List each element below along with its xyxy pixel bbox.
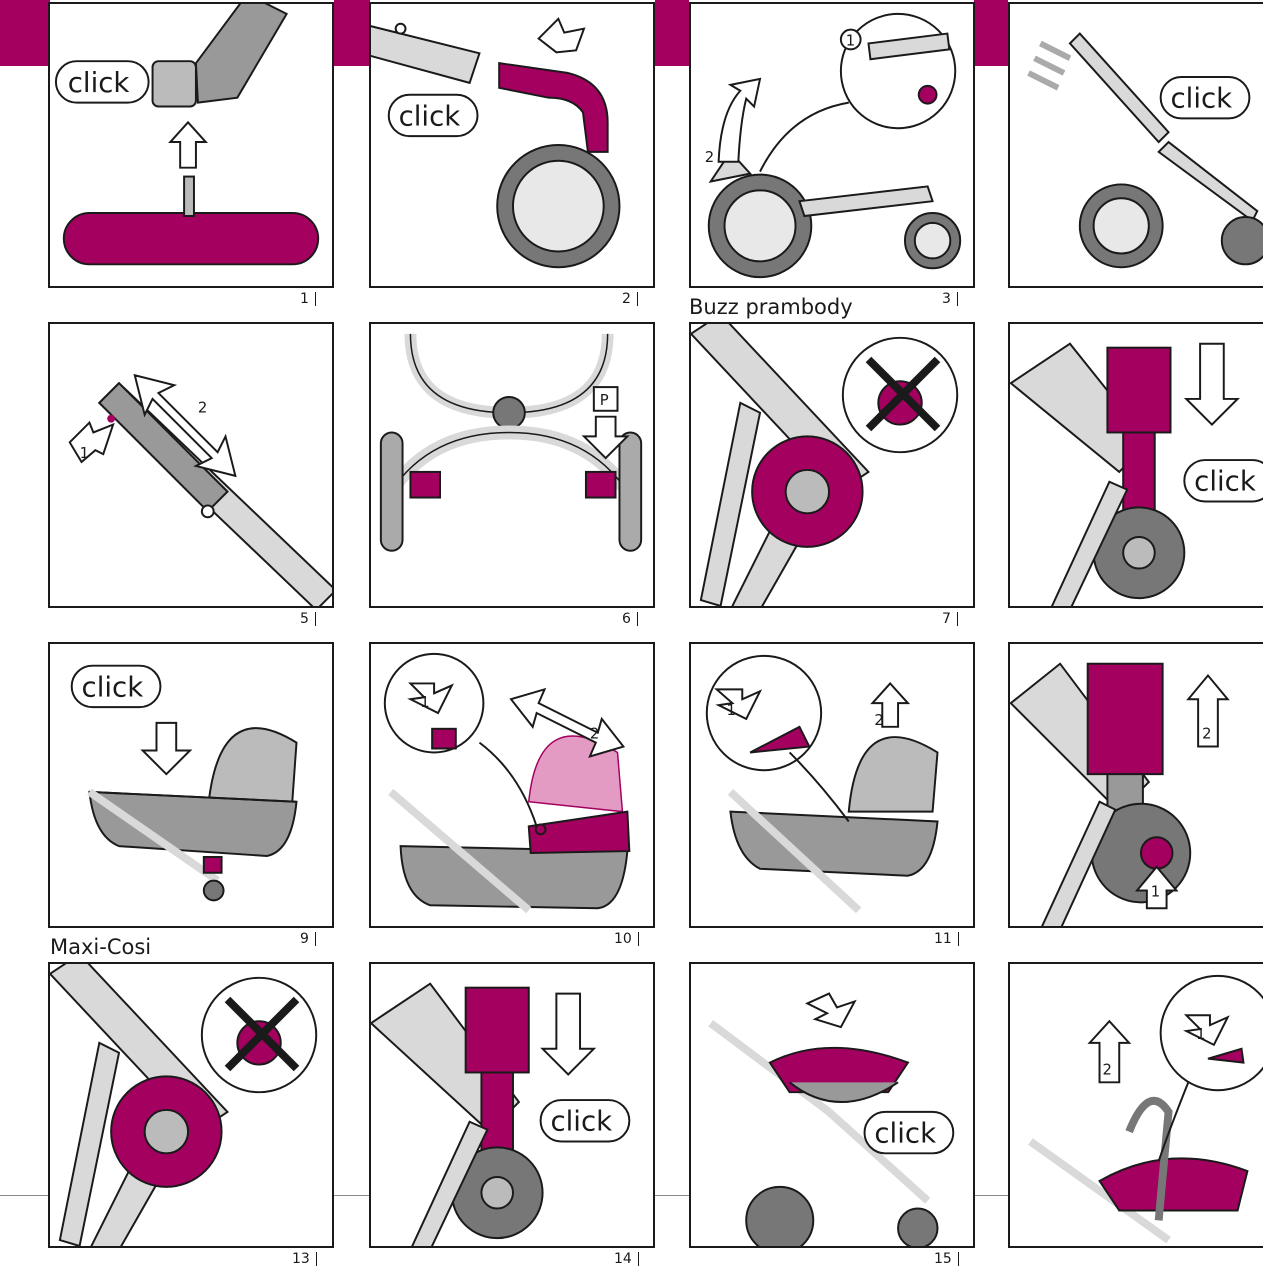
step-1-label: 1 <box>1151 883 1160 900</box>
step-2-label: 2 <box>198 400 207 417</box>
panel-1: click <box>48 2 334 288</box>
step-1-label: 1 <box>846 32 855 49</box>
panel-14: click <box>369 962 655 1248</box>
panel-3: 2 1 <box>689 2 975 288</box>
park-label: P <box>600 392 609 409</box>
panel-number-6: 6 <box>622 612 638 626</box>
panel-6: P <box>369 322 655 608</box>
click-label: click <box>68 66 130 99</box>
panel-number-15: 15 <box>934 1252 959 1266</box>
step-1-label: 1 <box>726 702 735 719</box>
panel-13 <box>48 962 334 1248</box>
step-1-label: 1 <box>1196 1026 1205 1043</box>
click-label: click <box>82 670 144 703</box>
accent-band-gap-3 <box>974 0 1008 66</box>
panel-number-14: 14 <box>614 1252 639 1266</box>
accent-band-gap-2 <box>655 0 689 66</box>
accent-band-gap-1 <box>334 0 370 66</box>
panel-number-9: 9 <box>300 932 316 946</box>
panel-number-10: 10 <box>614 932 639 946</box>
step-2-label: 2 <box>1102 1061 1111 1078</box>
panel-7 <box>689 322 975 608</box>
panel-16: 1 2 <box>1008 962 1263 1248</box>
step-2-label: 2 <box>874 712 883 729</box>
click-label: click <box>550 1105 612 1138</box>
step-1-label: 1 <box>80 445 89 462</box>
panel-caption-9: Maxi-Cosi <box>50 935 152 959</box>
panel-12: 2 1 <box>1008 642 1263 928</box>
panel-number-7: 7 <box>942 612 958 626</box>
click-label: click <box>1171 82 1233 115</box>
step-1-label: 1 <box>420 694 429 711</box>
panel-number-13: 13 <box>292 1252 317 1266</box>
panel-number-5: 5 <box>300 612 316 626</box>
accent-band-left <box>0 0 50 66</box>
panel-11: 1 2 <box>689 642 975 928</box>
panel-2: click <box>369 2 655 288</box>
panel-8: click <box>1008 322 1263 608</box>
click-label: click <box>874 1116 936 1149</box>
click-label: click <box>399 99 461 132</box>
step-2-label: 2 <box>590 726 599 743</box>
panel-9: click <box>48 642 334 928</box>
step-2-label: 2 <box>1202 726 1211 743</box>
panel-number-1: 1 <box>300 292 316 306</box>
panel-15: click <box>689 962 975 1248</box>
panel-4: click <box>1008 2 1263 288</box>
panel-5: 2 1 <box>48 322 334 608</box>
panel-number-11: 11 <box>934 932 959 946</box>
panel-number-3: 3 <box>942 292 958 306</box>
panel-number-2: 2 <box>622 292 638 306</box>
click-label: click <box>1194 465 1256 498</box>
step-2-label: 2 <box>705 149 714 166</box>
panel-10: 1 2 <box>369 642 655 928</box>
panel-caption-3: Buzz prambody <box>689 295 853 319</box>
